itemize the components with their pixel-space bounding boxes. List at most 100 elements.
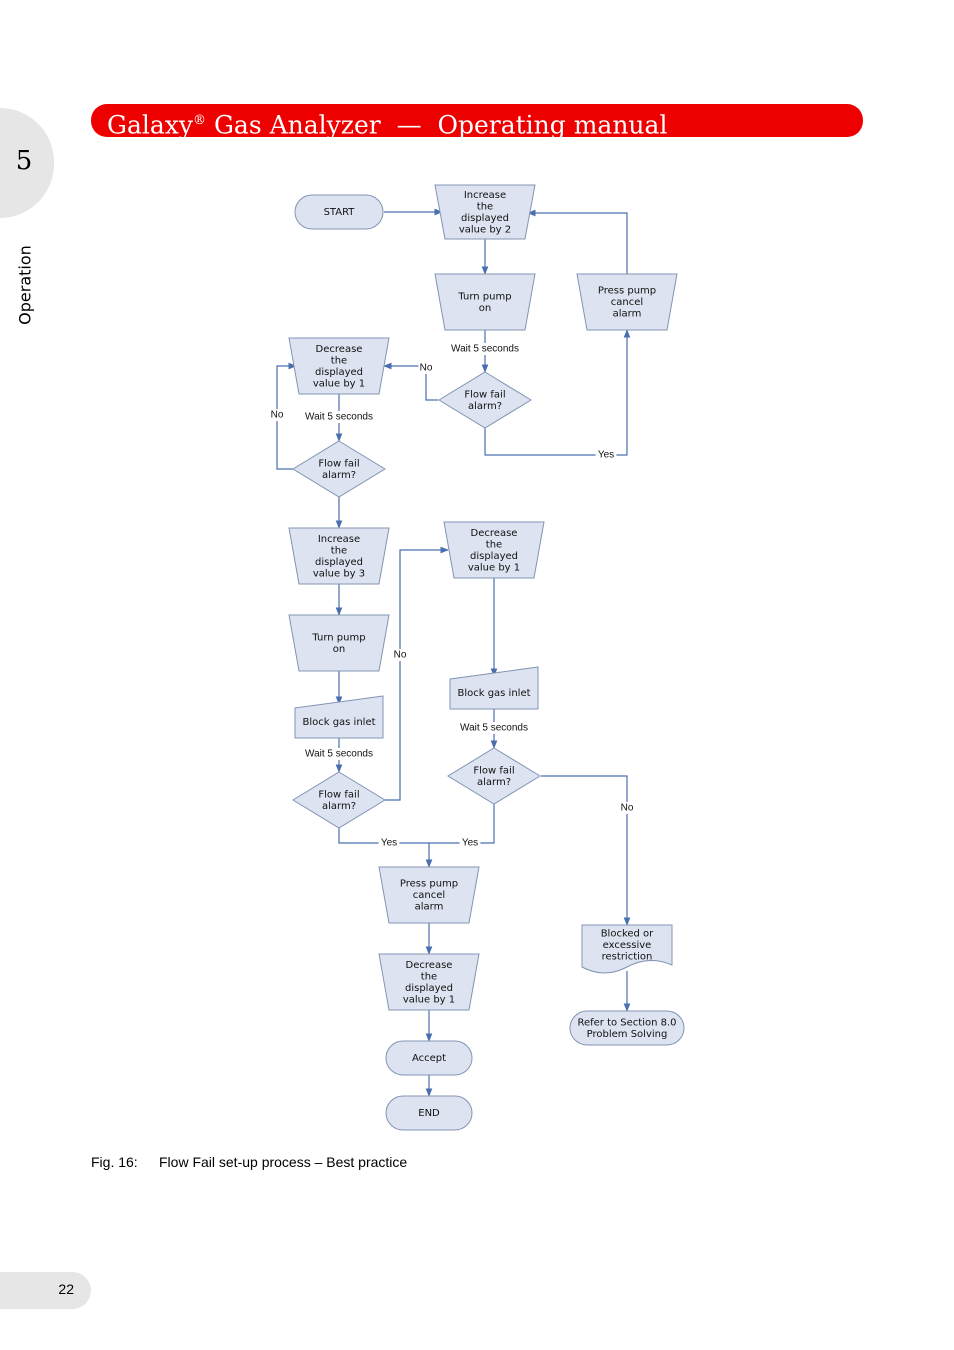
node-block-gas-2: Block gas inlet (449, 666, 539, 710)
node-shape (288, 337, 390, 395)
node-label: alarm (415, 902, 444, 913)
registered-mark: ® (193, 113, 206, 128)
node-accept: Accept (385, 1040, 473, 1076)
edge-label-bg (595, 449, 617, 461)
node-label: Decrease (316, 344, 363, 355)
node-shape (447, 747, 541, 805)
node-label: Increase (318, 534, 360, 545)
node-shape (288, 614, 390, 672)
node-label: the (486, 539, 502, 550)
figure-caption-text: Flow Fail set-up process – Best practice (159, 1154, 408, 1170)
node-shape (438, 371, 532, 429)
edge-label-yes-1: Yes (598, 450, 614, 461)
node-shape (434, 184, 536, 240)
node-label: value by 2 (459, 224, 511, 235)
edge-label-bg (443, 343, 527, 355)
node-label: the (477, 201, 493, 212)
edge-label-bg (418, 362, 434, 374)
chapter-number: 5 (15, 146, 33, 176)
node-label: Flow fail (318, 458, 359, 469)
edge-label-no-1: No (420, 363, 433, 374)
node-label: Decrease (406, 960, 453, 971)
node-label: alarm? (322, 470, 356, 481)
node-shape (294, 695, 384, 739)
node-label: Refer to Section 8.0 (577, 1017, 676, 1028)
node-label: excessive (603, 940, 652, 951)
node-label: Flow fail (464, 389, 505, 400)
edge-label-no-4: No (621, 803, 634, 814)
node-shape (288, 527, 390, 585)
edge-label-no-3: No (394, 650, 407, 661)
node-label: displayed (461, 213, 509, 224)
node-label: Flow fail (318, 789, 359, 800)
node-label: alarm? (477, 777, 511, 788)
page-tab (0, 1272, 91, 1309)
node-label: restriction (602, 952, 653, 963)
node-shape (581, 924, 673, 974)
node-label: the (331, 545, 347, 556)
header-bar: Galaxy® Gas Analyzer — Operating manual (91, 104, 863, 140)
node-label: Decrease (471, 528, 518, 539)
node-label: alarm (613, 309, 642, 320)
node-label: Press pump (400, 879, 458, 890)
node-label: Block gas inlet (302, 717, 375, 728)
edge-label-bg (392, 649, 408, 661)
connector-line (484, 329, 631, 456)
node-shape (385, 1095, 473, 1131)
figure-label: Fig. 16: (91, 1154, 138, 1170)
node-label: value by 3 (313, 568, 365, 579)
edge-label-no-2: No (271, 410, 284, 421)
node-shape (378, 953, 480, 1011)
node-label: the (331, 355, 347, 366)
node-shape (294, 194, 384, 230)
node-label: Block gas inlet (457, 688, 530, 699)
node-label: Press pump (598, 286, 656, 297)
edge-label-yes-2: Yes (381, 838, 397, 849)
node-label: Accept (412, 1053, 446, 1064)
node-label: displayed (470, 551, 518, 562)
edge-label-wait5-3: Wait 5 seconds (305, 749, 373, 760)
node-shape (385, 1040, 473, 1076)
node-label: displayed (405, 983, 453, 994)
edge-label-bg (269, 409, 285, 421)
connector-line (429, 804, 495, 844)
edge-label-wait5-2: Wait 5 seconds (305, 412, 373, 423)
edge-label-bg (297, 411, 381, 423)
edge-label-wait5-4: Wait 5 seconds (460, 723, 528, 734)
connector-line (527, 209, 628, 274)
node-label: Flow fail (473, 765, 514, 776)
edge-label-bg (619, 802, 635, 814)
node-label: Blocked or (601, 929, 654, 940)
node-label: displayed (315, 367, 363, 378)
node-label: cancel (413, 890, 445, 901)
node-label: value by 1 (468, 562, 520, 573)
node-label: Increase (464, 190, 506, 201)
node-shape (449, 666, 539, 710)
node-label: Turn pump (457, 291, 511, 302)
node-label: cancel (611, 297, 643, 308)
node-label: value by 1 (403, 994, 455, 1005)
edge-label-wait5-1: Wait 5 seconds (451, 344, 519, 355)
node-end: END (385, 1095, 473, 1131)
header-title: Galaxy (107, 110, 193, 140)
connector-line (385, 546, 449, 801)
page-number: 22 (58, 1281, 74, 1297)
edge-label-bg (378, 837, 400, 849)
node-shape (569, 1010, 685, 1046)
node-shape (434, 273, 536, 331)
node-label: Turn pump (311, 632, 365, 643)
edge-label-yes-3: Yes (462, 838, 478, 849)
node-label: on (333, 644, 345, 655)
